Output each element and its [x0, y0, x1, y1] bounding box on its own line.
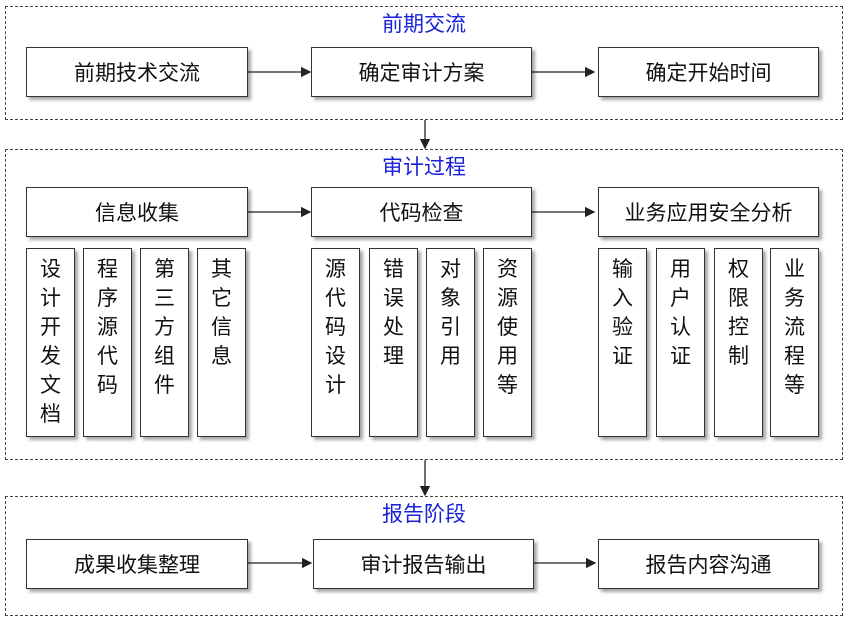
section-preliminary: 前期交流 — [5, 6, 843, 120]
box-results-collection: 成果收集整理 — [26, 539, 248, 589]
vbox-label: 输入验证 — [612, 257, 633, 368]
vbox-code-design: 源代码设计 — [311, 248, 360, 437]
vbox-label: 程序源代码 — [97, 257, 118, 397]
box-business-security-analysis: 业务应用安全分析 — [598, 187, 819, 237]
section-report: 报告阶段 — [5, 496, 843, 616]
box-audit-plan: 确定审计方案 — [311, 47, 532, 97]
vbox-label: 其它信息 — [211, 257, 232, 368]
vbox-third-party: 第三方组件 — [140, 248, 189, 437]
box-report-output: 审计报告输出 — [313, 539, 534, 589]
vbox-label: 设计开发文档 — [40, 257, 61, 426]
vbox-resource-usage: 资源使用等 — [483, 248, 532, 437]
vbox-label: 用户认证 — [670, 257, 691, 368]
vbox-label: 权限控制 — [728, 257, 749, 368]
vbox-access-control: 权限控制 — [714, 248, 763, 437]
vbox-other-info: 其它信息 — [197, 248, 246, 437]
section-title: 审计过程 — [382, 155, 466, 179]
vbox-design-docs: 设计开发文档 — [26, 248, 75, 437]
box-code-review: 代码检查 — [311, 187, 532, 237]
vbox-user-auth: 用户认证 — [656, 248, 705, 437]
vbox-label: 错误处理 — [383, 257, 404, 368]
box-preliminary-tech-exchange: 前期技术交流 — [26, 47, 248, 97]
vbox-label: 对象引用 — [440, 257, 461, 368]
vbox-label: 第三方组件 — [154, 257, 175, 397]
box-info-collection: 信息收集 — [26, 187, 248, 237]
vbox-source-code: 程序源代码 — [83, 248, 132, 437]
vbox-label: 业务流程等 — [784, 257, 805, 397]
vbox-object-reference: 对象引用 — [426, 248, 475, 437]
box-report-communication: 报告内容沟通 — [598, 539, 819, 589]
box-start-time: 确定开始时间 — [598, 47, 819, 97]
section-audit-process: 审计过程 — [5, 149, 843, 460]
vbox-label: 资源使用等 — [497, 257, 518, 397]
vbox-business-flow: 业务流程等 — [770, 248, 819, 437]
section-title: 报告阶段 — [382, 502, 466, 526]
vbox-error-handling: 错误处理 — [369, 248, 418, 437]
vbox-input-validation: 输入验证 — [598, 248, 647, 437]
vbox-label: 源代码设计 — [325, 257, 346, 397]
section-title: 前期交流 — [382, 12, 466, 36]
